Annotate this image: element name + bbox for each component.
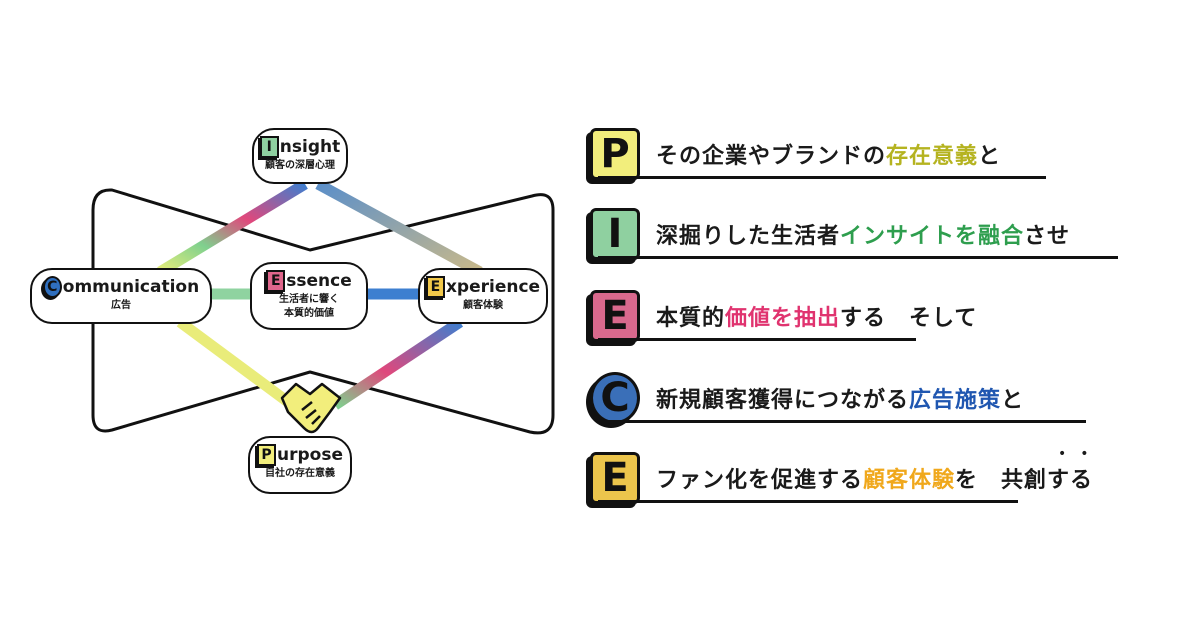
highlight-text: 広告施策 xyxy=(909,388,1002,413)
handshake-icon xyxy=(280,382,342,434)
highlight-text: インサイトを融合 xyxy=(840,224,1025,249)
peice-diagram xyxy=(91,179,555,435)
experience-letter: E xyxy=(425,276,445,298)
statement-text: その企業やブランドの存在意義と xyxy=(656,138,1001,170)
experience-subtitle: 顧客体験 xyxy=(463,300,503,311)
statement-text: 新規顧客獲得につながる広告施策と xyxy=(656,382,1024,414)
statement-segment: 本質的 xyxy=(656,306,726,331)
insight-title: nsight xyxy=(279,137,341,157)
highlight-text: 顧客体験 xyxy=(863,468,956,493)
statement-segment: する そして xyxy=(840,306,978,331)
experience-title: xperience xyxy=(445,277,541,297)
communication-title: ommunication xyxy=(62,277,200,297)
emphasis-dots: •• xyxy=(1058,446,1103,462)
highlight-text: 価値を抽出 xyxy=(725,306,841,331)
statement-segment: ファン化を促進する xyxy=(656,468,864,493)
statement-segment: と xyxy=(978,144,1002,169)
underline xyxy=(598,176,1046,179)
highlight-text: 存在意義 xyxy=(886,144,979,169)
statement-segment: と xyxy=(1001,388,1025,413)
underline xyxy=(598,256,1118,259)
letter-badge: I xyxy=(590,208,640,260)
letter-badge: E xyxy=(590,452,640,504)
purpose-title: urpose xyxy=(277,445,343,465)
statement-text: ファン化を促進する顧客体験を 共創する xyxy=(656,462,1093,494)
statement-segment: 新規顧客獲得につながる xyxy=(656,388,910,413)
insight-letter: I xyxy=(259,136,279,158)
letter-badge: C xyxy=(590,372,640,424)
statement-text: 本質的価値を抽出する そして xyxy=(656,300,977,332)
essence-subtitle-1: 生活者に響く xyxy=(279,294,339,305)
underline xyxy=(598,338,916,341)
purpose-subtitle: 自社の存在意義 xyxy=(265,468,335,479)
underline xyxy=(598,420,1086,423)
underline xyxy=(598,500,1018,503)
link-insight-experience xyxy=(315,179,483,277)
link-experience-purpose xyxy=(331,317,464,410)
statement-segment: 深掘りした生活者 xyxy=(656,224,841,249)
essence-title: ssence xyxy=(286,271,352,291)
link-insight-communication xyxy=(157,179,308,277)
communication-subtitle: 広告 xyxy=(111,300,131,311)
purpose-letter: P xyxy=(257,444,276,466)
link-communication-purpose xyxy=(176,317,296,410)
essence-subtitle-2: 本質的価値 xyxy=(284,308,334,319)
bowtie-outline xyxy=(91,188,555,435)
statement-text: 深掘りした生活者インサイトを融合させ xyxy=(656,218,1070,250)
letter-badge: P xyxy=(590,128,640,180)
statement-segment: させ xyxy=(1024,224,1071,249)
statement-segment: その企業やブランドの xyxy=(656,144,887,169)
insight-subtitle: 顧客の深層心理 xyxy=(265,160,335,171)
essence-letter: E xyxy=(266,270,286,292)
communication-letter: C xyxy=(42,276,62,298)
statement-segment: を 共創する xyxy=(955,468,1094,493)
letter-badge: E xyxy=(590,290,640,342)
